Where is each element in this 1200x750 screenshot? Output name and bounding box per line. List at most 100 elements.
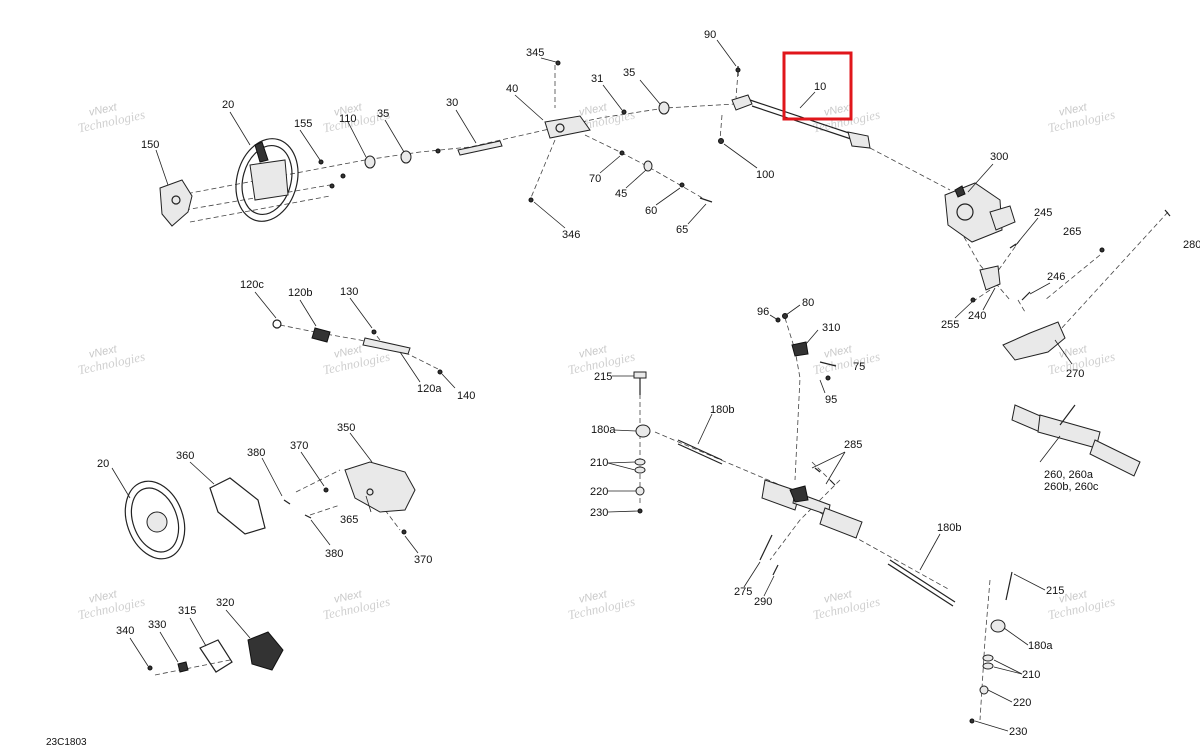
bracket-240 bbox=[979, 265, 1001, 291]
watermark-line1: vNext bbox=[88, 343, 119, 361]
callout-120a[interactable]: 120a bbox=[417, 383, 442, 395]
eps-motor-300 bbox=[944, 182, 1016, 243]
callout-370[interactable]: 370 bbox=[414, 554, 432, 566]
callout-180a[interactable]: 180a bbox=[591, 424, 616, 436]
callout-345[interactable]: 345 bbox=[526, 47, 544, 59]
callout-180a[interactable]: 180a bbox=[1028, 640, 1053, 652]
callout-370[interactable]: 370 bbox=[290, 440, 308, 452]
horn-pad-150 bbox=[159, 179, 193, 227]
watermark-line1: vNext bbox=[1058, 588, 1089, 606]
callout-35[interactable]: 35 bbox=[623, 67, 635, 79]
callout-260-line2[interactable]: 260b, 260c bbox=[1044, 481, 1099, 493]
callout-labels: 345 31 35 90 10 20 155 110 35 30 40 150 … bbox=[97, 29, 1200, 738]
callout-220[interactable]: 220 bbox=[1013, 697, 1031, 709]
callout-315[interactable]: 315 bbox=[178, 605, 196, 617]
steering-wheel-20-top bbox=[235, 138, 299, 222]
watermark-line1: vNext bbox=[578, 588, 609, 606]
callout-30[interactable]: 30 bbox=[446, 97, 458, 109]
callout-300[interactable]: 300 bbox=[990, 151, 1008, 163]
callout-10[interactable]: 10 bbox=[814, 81, 826, 93]
callout-120c[interactable]: 120c bbox=[240, 279, 264, 291]
tie-rod-180b-bottom bbox=[889, 559, 956, 603]
callout-70[interactable]: 70 bbox=[589, 173, 601, 185]
diagram-code: 23C1803 bbox=[46, 737, 87, 748]
watermark-line1: vNext bbox=[333, 343, 364, 361]
watermark-line1: vNext bbox=[333, 101, 364, 119]
watermark-line1: vNext bbox=[823, 588, 854, 606]
callout-320[interactable]: 320 bbox=[216, 597, 234, 609]
callout-310[interactable]: 310 bbox=[822, 322, 840, 334]
callout-20[interactable]: 20 bbox=[97, 458, 109, 470]
callout-246[interactable]: 246 bbox=[1047, 271, 1065, 283]
callout-270[interactable]: 270 bbox=[1066, 368, 1084, 380]
callout-90[interactable]: 90 bbox=[704, 29, 716, 41]
callout-210[interactable]: 210 bbox=[1022, 669, 1040, 681]
callout-330[interactable]: 330 bbox=[148, 619, 166, 631]
sleeve-120b bbox=[311, 327, 331, 343]
bracket-270 bbox=[1002, 321, 1066, 361]
callout-220[interactable]: 220 bbox=[590, 486, 608, 498]
callout-245[interactable]: 245 bbox=[1034, 207, 1052, 219]
steering-rack-260 bbox=[1011, 404, 1141, 477]
callout-130[interactable]: 130 bbox=[340, 286, 358, 298]
watermark-line1: vNext bbox=[333, 588, 364, 606]
callout-95[interactable]: 95 bbox=[825, 394, 837, 406]
tie-rod-end-180a-left bbox=[635, 424, 651, 438]
callout-80[interactable]: 80 bbox=[802, 297, 814, 309]
callout-120b[interactable]: 120b bbox=[288, 287, 312, 299]
callout-260-line1[interactable]: 260, 260a bbox=[1044, 469, 1094, 481]
watermark-line1: vNext bbox=[88, 101, 119, 119]
leader-lines bbox=[111, 39, 1073, 732]
callout-155[interactable]: 155 bbox=[294, 118, 312, 130]
watermark-line1: vNext bbox=[823, 343, 854, 361]
callout-230[interactable]: 230 bbox=[590, 507, 608, 519]
highlight-box bbox=[782, 51, 853, 121]
callout-275[interactable]: 275 bbox=[734, 586, 752, 598]
callout-96[interactable]: 96 bbox=[757, 306, 769, 318]
housing-315 bbox=[199, 639, 233, 673]
tie-rod-end-180a-right bbox=[990, 619, 1006, 633]
callout-255[interactable]: 255 bbox=[941, 319, 959, 331]
callout-230[interactable]: 230 bbox=[1009, 726, 1027, 738]
callout-265[interactable]: 265 bbox=[1063, 226, 1081, 238]
watermark-line1: vNext bbox=[578, 101, 609, 119]
callout-285[interactable]: 285 bbox=[844, 439, 862, 451]
callout-210[interactable]: 210 bbox=[590, 457, 608, 469]
watermark-line1: vNext bbox=[578, 343, 609, 361]
callout-65[interactable]: 65 bbox=[676, 224, 688, 236]
callout-180b[interactable]: 180b bbox=[937, 522, 961, 534]
callout-100[interactable]: 100 bbox=[756, 169, 774, 181]
callout-240[interactable]: 240 bbox=[968, 310, 986, 322]
bezel-360 bbox=[209, 477, 266, 535]
callout-180b[interactable]: 180b bbox=[710, 404, 734, 416]
callout-215[interactable]: 215 bbox=[594, 371, 612, 383]
callout-150[interactable]: 150 bbox=[141, 139, 159, 151]
callout-60[interactable]: 60 bbox=[645, 205, 657, 217]
washer-110 bbox=[364, 155, 376, 169]
callout-340[interactable]: 340 bbox=[116, 625, 134, 637]
callout-290[interactable]: 290 bbox=[754, 596, 772, 608]
callout-215[interactable]: 215 bbox=[1046, 585, 1064, 597]
callout-31[interactable]: 31 bbox=[591, 73, 603, 85]
intermediate-shaft-10 bbox=[731, 94, 871, 149]
tie-rod-180b-top bbox=[677, 439, 723, 461]
clamp-310 bbox=[791, 341, 809, 357]
callout-350[interactable]: 350 bbox=[337, 422, 355, 434]
cover-350 bbox=[344, 461, 416, 513]
callout-35[interactable]: 35 bbox=[377, 108, 389, 120]
callout-280[interactable]: 280 bbox=[1183, 239, 1200, 251]
callout-360[interactable]: 360 bbox=[176, 450, 194, 462]
callout-20[interactable]: 20 bbox=[222, 99, 234, 111]
callout-380[interactable]: 380 bbox=[325, 548, 343, 560]
callout-380[interactable]: 380 bbox=[247, 447, 265, 459]
watermark-line1: vNext bbox=[88, 588, 119, 606]
callout-140[interactable]: 140 bbox=[457, 390, 475, 402]
callout-365[interactable]: 365 bbox=[340, 514, 358, 526]
watermark-line1: vNext bbox=[1058, 101, 1089, 119]
callout-110[interactable]: 110 bbox=[339, 113, 357, 125]
callout-45[interactable]: 45 bbox=[615, 188, 627, 200]
callout-40[interactable]: 40 bbox=[506, 83, 518, 95]
callout-346[interactable]: 346 bbox=[562, 229, 580, 241]
callout-75[interactable]: 75 bbox=[853, 361, 865, 373]
